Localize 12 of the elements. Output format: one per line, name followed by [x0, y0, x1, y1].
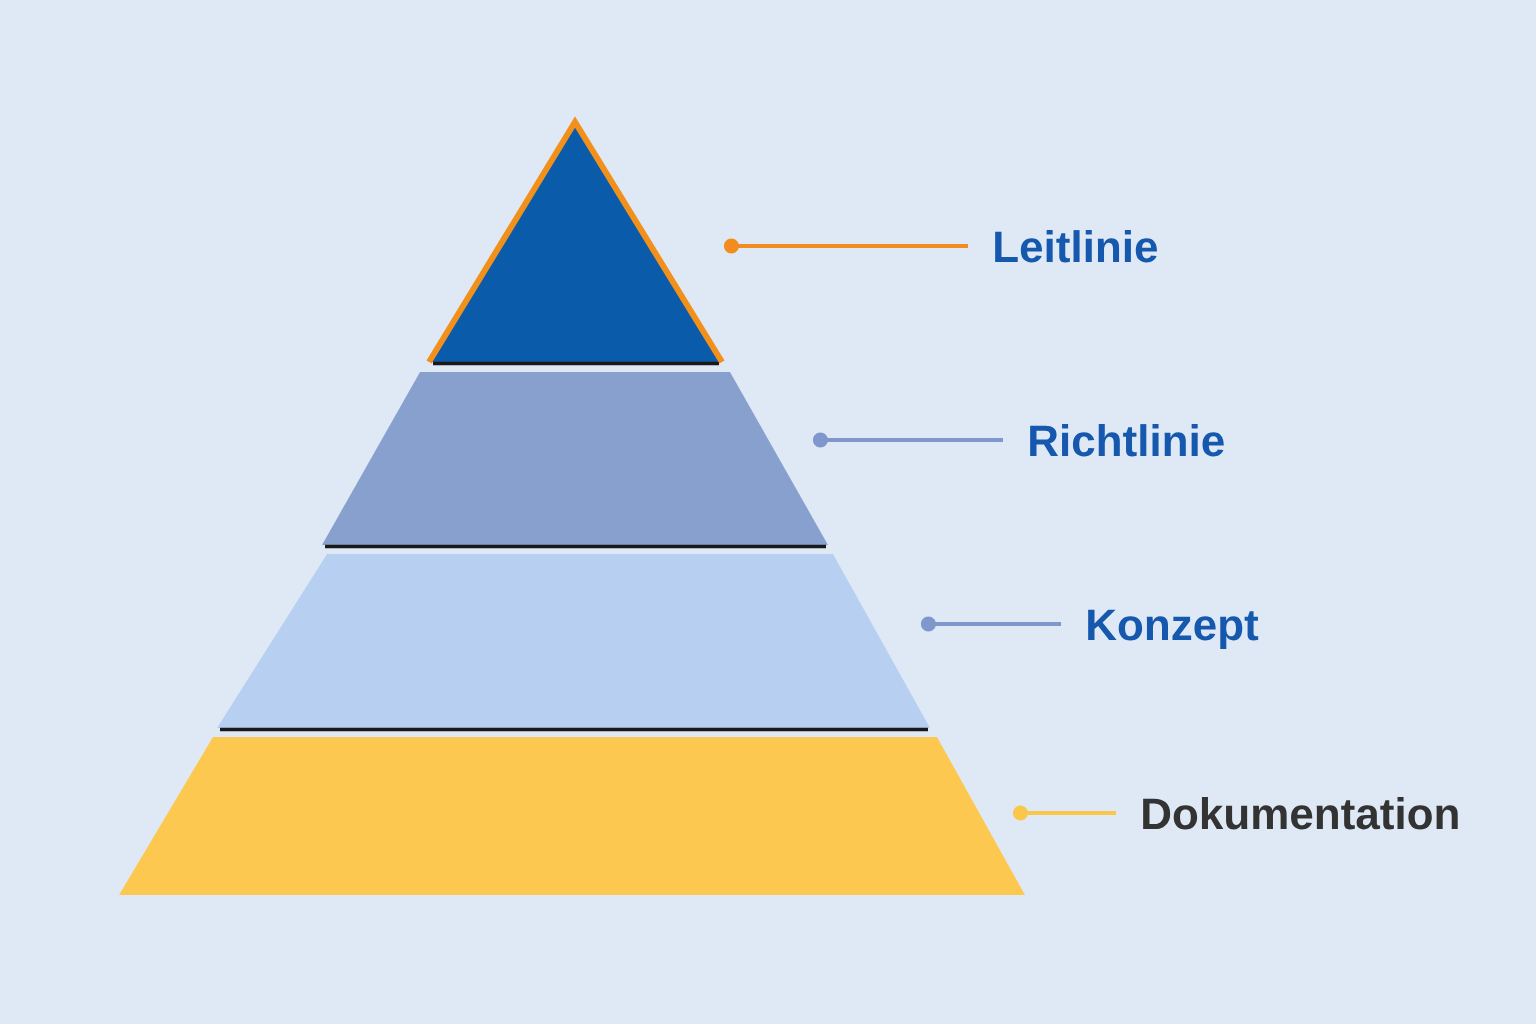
pyramid-tier: [322, 372, 828, 549]
tier-label: Leitlinie: [995, 230, 1157, 263]
pyramid-tier: [119, 737, 1025, 895]
pyramid-tier: [217, 554, 930, 732]
tier-label: Richtlinie: [1030, 424, 1224, 457]
leader-line: [812, 432, 1003, 448]
pyramid-apex: [426, 116, 725, 366]
leader-line: [1012, 805, 1116, 821]
tier-label: Konzept: [1088, 609, 1259, 650]
tier-label: Dokumentation: [1143, 797, 1458, 830]
leader-line: [723, 238, 968, 254]
leader-line: [920, 616, 1061, 632]
